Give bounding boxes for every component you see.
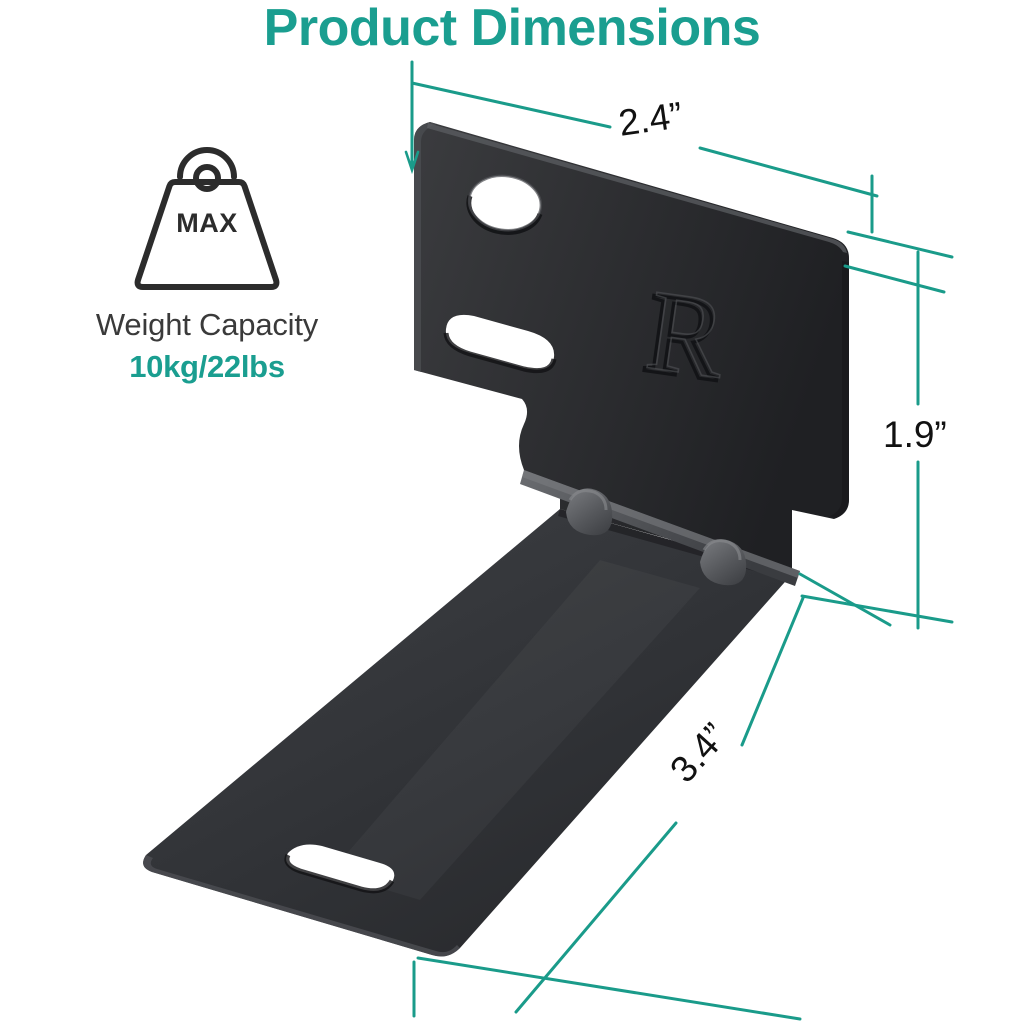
ext-line-corner-mid: [843, 264, 946, 294]
weight-capacity-block: MAX Weight Capacity 10kg/22lbs: [62, 140, 352, 385]
embossed-letter-r: R R: [635, 265, 735, 408]
base-slot-hole: [284, 844, 395, 894]
dim-line-width-right: [698, 146, 879, 198]
dimension-label-depth: 3.4”: [657, 710, 741, 797]
dim-line-width-left: [410, 81, 612, 129]
dim-line-depth-lower: [514, 821, 678, 1014]
bend-ridge: [520, 470, 800, 586]
bracket-vertical-plate: R R: [414, 122, 849, 574]
dim-line-depth-upper: [740, 596, 805, 747]
ext-line-corner-top: [846, 230, 954, 259]
ext-line-base-front: [416, 956, 802, 1021]
bend-ridge-bump-2: [700, 539, 747, 586]
dimension-label-height: 1.9”: [876, 414, 954, 456]
ext-line-corner-bottom: [800, 594, 954, 624]
dimension-label-width: 2.4”: [609, 93, 692, 146]
weight-capacity-value: 10kg/22lbs: [129, 349, 285, 384]
svg-text:R: R: [639, 266, 734, 404]
weight-max-icon: MAX: [62, 140, 352, 295]
ext-line-base-far: [798, 572, 892, 627]
svg-text:R: R: [636, 269, 731, 407]
weight-capacity-label: Weight Capacity: [95, 307, 319, 342]
bend-ridge-bump-1: [566, 488, 613, 536]
page-title: Product Dimensions: [263, 0, 761, 57]
slotted-mounting-hole: [443, 314, 557, 374]
oval-mounting-hole: [466, 174, 543, 235]
arrow-top-left: [404, 150, 420, 175]
weight-icon-max-text: MAX: [176, 208, 238, 238]
